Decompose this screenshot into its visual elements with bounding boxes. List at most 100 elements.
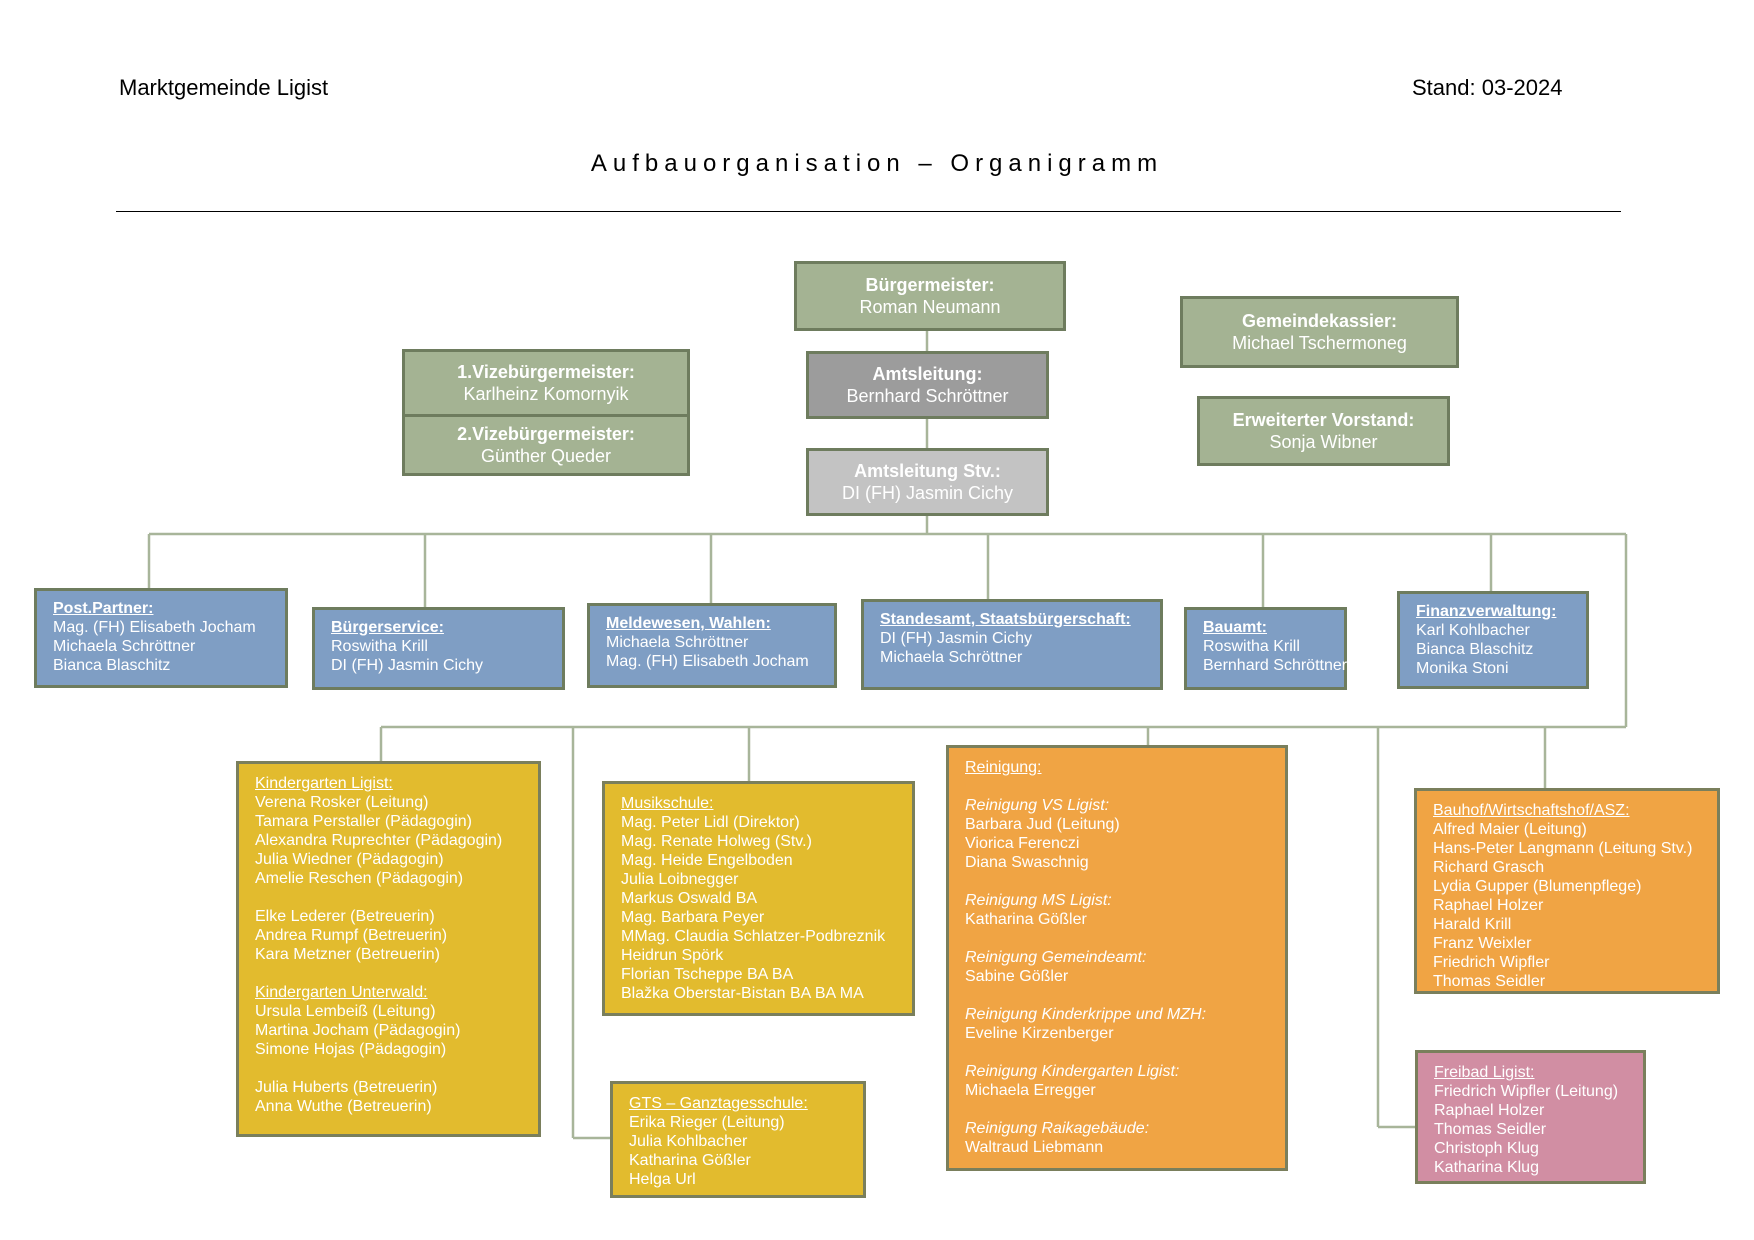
standesamt-member: Michaela Schröttner (880, 649, 1023, 666)
reinigung-group-title: Reinigung Kinderkrippe und MZH: (965, 1006, 1207, 1023)
reinigung-group-title: Reinigung VS Ligist: (965, 797, 1110, 814)
kindergarten-unterwald-title: Kindergarten Unterwald: (255, 984, 428, 1001)
meldewesen-box: Meldewesen, Wahlen: Michaela Schröttner … (587, 603, 837, 688)
bauamt-member: Bernhard Schröttner (1203, 657, 1348, 674)
kassier-name: Michael Tschermoneg (1232, 333, 1407, 353)
gts-member: Erika Rieger (Leitung) (629, 1114, 785, 1131)
revision-date: Stand: 03-2024 (1412, 75, 1563, 100)
gts-box: GTS – Ganztagesschule: Erika Rieger (Lei… (610, 1081, 866, 1198)
kassier-title: Gemeindekassier: (1241, 311, 1398, 331)
title-rule (116, 211, 1621, 212)
vize1-title: 1.Vizebürgermeister: (457, 362, 635, 382)
kindergarten-member: Martina Jocham (Pädagogin) (255, 1022, 461, 1039)
post-partner-member: Mag. (FH) Elisabeth Jocham (53, 619, 256, 636)
kindergarten-member: Andrea Rumpf (Betreuerin) (255, 927, 448, 944)
kindergarten-member: Anna Wuthe (Betreuerin) (255, 1098, 432, 1115)
freibad-box: Freibad Ligist: Friedrich Wipfler (Leitu… (1415, 1050, 1646, 1184)
reinigung-member: Barbara Jud (Leitung) (965, 816, 1120, 833)
buergermeister-title: Bürgermeister: (865, 275, 995, 295)
freibad-title: Freibad Ligist: (1434, 1064, 1535, 1081)
musikschule-member: Heidrun Spörk (621, 947, 724, 964)
bauhof-member: Thomas Seidler (1433, 973, 1546, 990)
musikschule-title: Musikschule: (621, 795, 714, 812)
post-partner-title: Post.Partner: (53, 600, 154, 617)
buergermeister-box: Bürgermeister: Roman Neumann (794, 261, 1066, 331)
musikschule-box: Musikschule: Mag. Peter Lidl (Direktor) … (602, 781, 915, 1016)
buergerservice-member: DI (FH) Jasmin Cichy (331, 657, 484, 674)
musikschule-member: Julia Loibnegger (621, 871, 739, 888)
kindergarten-member: Verena Rosker (Leitung) (255, 794, 429, 811)
freibad-member: Katharina Klug (1434, 1159, 1539, 1176)
vize1-name: Karlheinz Komornyik (463, 384, 629, 404)
kindergarten-member: Ursula Lembeiß (Leitung) (255, 1003, 436, 1020)
reinigung-member: Waltraud Liebmann (965, 1139, 1104, 1156)
bauamt-title: Bauamt: (1203, 619, 1268, 636)
finanzverwaltung-member: Karl Kohlbacher (1416, 622, 1530, 639)
chart-title: Aufbauorganisation – Organigramm (590, 150, 1164, 177)
vize1-box: 1.Vizebürgermeister: Karlheinz Komornyik (402, 349, 690, 417)
kindergarten-box: Kindergarten Ligist: Verena Rosker (Leit… (236, 761, 541, 1137)
bauhof-member: Richard Grasch (1433, 859, 1545, 876)
kassier-box: Gemeindekassier: Michael Tschermoneg (1180, 296, 1459, 368)
amtsleitung-name: Bernhard Schröttner (846, 386, 1009, 406)
kindergarten-member: Simone Hojas (Pädagogin) (255, 1041, 447, 1058)
musikschule-member: Mag. Barbara Peyer (621, 909, 765, 926)
kindergarten-member: Amelie Reschen (Pädagogin) (255, 870, 464, 887)
amtsleitung-stv-title: Amtsleitung Stv.: (854, 461, 1001, 481)
amtsleitung-stv-box: Amtsleitung Stv.: DI (FH) Jasmin Cichy (806, 448, 1049, 516)
kindergarten-member: Julia Wiedner (Pädagogin) (255, 851, 444, 868)
bauamt-box: Bauamt: Roswitha Krill Bernhard Schröttn… (1184, 607, 1347, 690)
reinigung-member: Sabine Gößler (965, 968, 1069, 985)
gts-title: GTS – Ganztagesschule: (629, 1095, 808, 1112)
amtsleitung-title: Amtsleitung: (872, 364, 983, 384)
reinigung-box: Reinigung: Reinigung VS Ligist: Barbara … (946, 745, 1288, 1171)
meldewesen-member: Mag. (FH) Elisabeth Jocham (606, 653, 809, 670)
bauhof-member: Alfred Maier (Leitung) (1433, 821, 1587, 838)
bauamt-member: Roswitha Krill (1203, 638, 1300, 655)
bauhof-title: Bauhof/Wirtschaftshof/ASZ: (1433, 802, 1630, 819)
post-partner-member: Bianca Blaschitz (53, 657, 171, 674)
finanzverwaltung-member: Monika Stoni (1416, 660, 1509, 677)
musikschule-member: Mag. Renate Holweg (Stv.) (621, 833, 812, 850)
reinigung-member: Eveline Kirzenberger (965, 1025, 1114, 1042)
finanzverwaltung-box: Finanzverwaltung: Karl Kohlbacher Bianca… (1397, 591, 1589, 689)
freibad-member: Christoph Klug (1434, 1140, 1539, 1157)
municipality-name: Marktgemeinde Ligist (119, 75, 329, 100)
finanzverwaltung-title: Finanzverwaltung: (1416, 603, 1557, 620)
amtsleitung-box: Amtsleitung: Bernhard Schröttner (806, 351, 1049, 419)
amtsleitung-stv-name: DI (FH) Jasmin Cichy (841, 483, 1013, 503)
musikschule-member: Florian Tscheppe BA BA (621, 966, 794, 983)
freibad-member: Raphael Holzer (1434, 1102, 1545, 1119)
reinigung-title: Reinigung: (965, 759, 1042, 776)
reinigung-member: Michaela Erregger (965, 1082, 1096, 1099)
vorstand-name: Sonja Wibner (1269, 432, 1378, 452)
buergermeister-name: Roman Neumann (859, 297, 1001, 317)
kindergarten-member: Kara Metzner (Betreuerin) (255, 946, 440, 963)
gts-member: Julia Kohlbacher (629, 1133, 748, 1150)
reinigung-member: Diana Swaschnig (965, 854, 1089, 871)
standesamt-member: DI (FH) Jasmin Cichy (880, 630, 1033, 647)
bauhof-member: Franz Weixler (1433, 935, 1532, 952)
buergerservice-member: Roswitha Krill (331, 638, 428, 655)
musikschule-member: Mag. Peter Lidl (Direktor) (621, 814, 800, 831)
vorstand-box: Erweiterter Vorstand: Sonja Wibner (1197, 396, 1450, 466)
bauhof-box: Bauhof/Wirtschaftshof/ASZ: Alfred Maier … (1414, 788, 1720, 994)
buergerservice-title: Bürgerservice: (331, 619, 444, 636)
vize2-name: Günther Queder (480, 446, 612, 466)
reinigung-member: Viorica Ferenczi (965, 835, 1080, 852)
reinigung-group-title: Reinigung Raikagebäude: (965, 1120, 1150, 1137)
kindergarten-ligist-title: Kindergarten Ligist: (255, 775, 393, 792)
vorstand-title: Erweiterter Vorstand: (1232, 410, 1415, 430)
musikschule-member: Blažka Oberstar-Bistan BA BA MA (621, 985, 864, 1002)
bauhof-member: Friedrich Wipfler (1433, 954, 1550, 971)
gts-member: Katharina Gößler (629, 1152, 751, 1169)
kindergarten-member: Alexandra Ruprechter (Pädagogin) (255, 832, 503, 849)
musikschule-member: MMag. Claudia Schlatzer-Podbreznik (621, 928, 886, 945)
freibad-member: Thomas Seidler (1434, 1121, 1547, 1138)
standesamt-box: Standesamt, Staatsbürgerschaft: DI (FH) … (861, 599, 1163, 690)
musikschule-member: Markus Oswald BA (621, 890, 758, 907)
reinigung-member: Katharina Gößler (965, 911, 1087, 928)
meldewesen-title: Meldewesen, Wahlen: (606, 615, 771, 632)
kindergarten-member: Julia Huberts (Betreuerin) (255, 1079, 438, 1096)
